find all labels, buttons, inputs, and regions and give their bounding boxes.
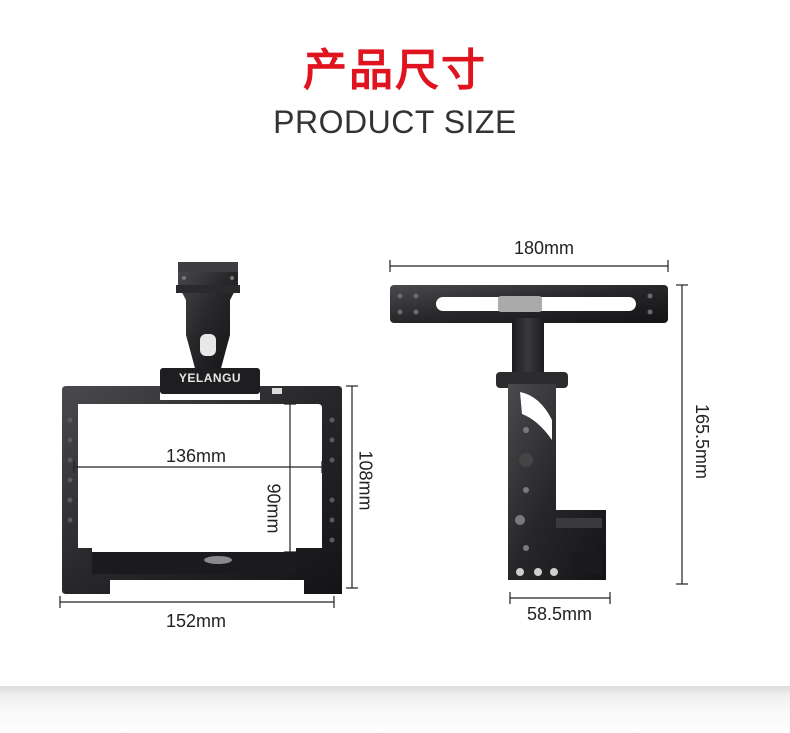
bottom-shadow-divider [0, 686, 790, 733]
cage-side-view [390, 285, 668, 580]
label-depth: 58.5mm [527, 604, 593, 624]
brand-logo-text: YELANGU [178, 371, 242, 385]
label-outer-height: 108mm [355, 450, 376, 511]
page-title-english: PRODUCT SIZE [273, 104, 517, 140]
label-handle-length: 180mm [514, 238, 575, 258]
cage-front-view [62, 262, 342, 594]
dimension-lines [59, 260, 688, 608]
label-total-height: 165.5mm [692, 403, 713, 480]
label-inner-height: 90mm [263, 483, 284, 534]
label-inner-width: 136mm [166, 446, 227, 466]
page-title-chinese: 产品尺寸 [303, 45, 487, 96]
label-outer-width: 152mm [166, 611, 227, 631]
